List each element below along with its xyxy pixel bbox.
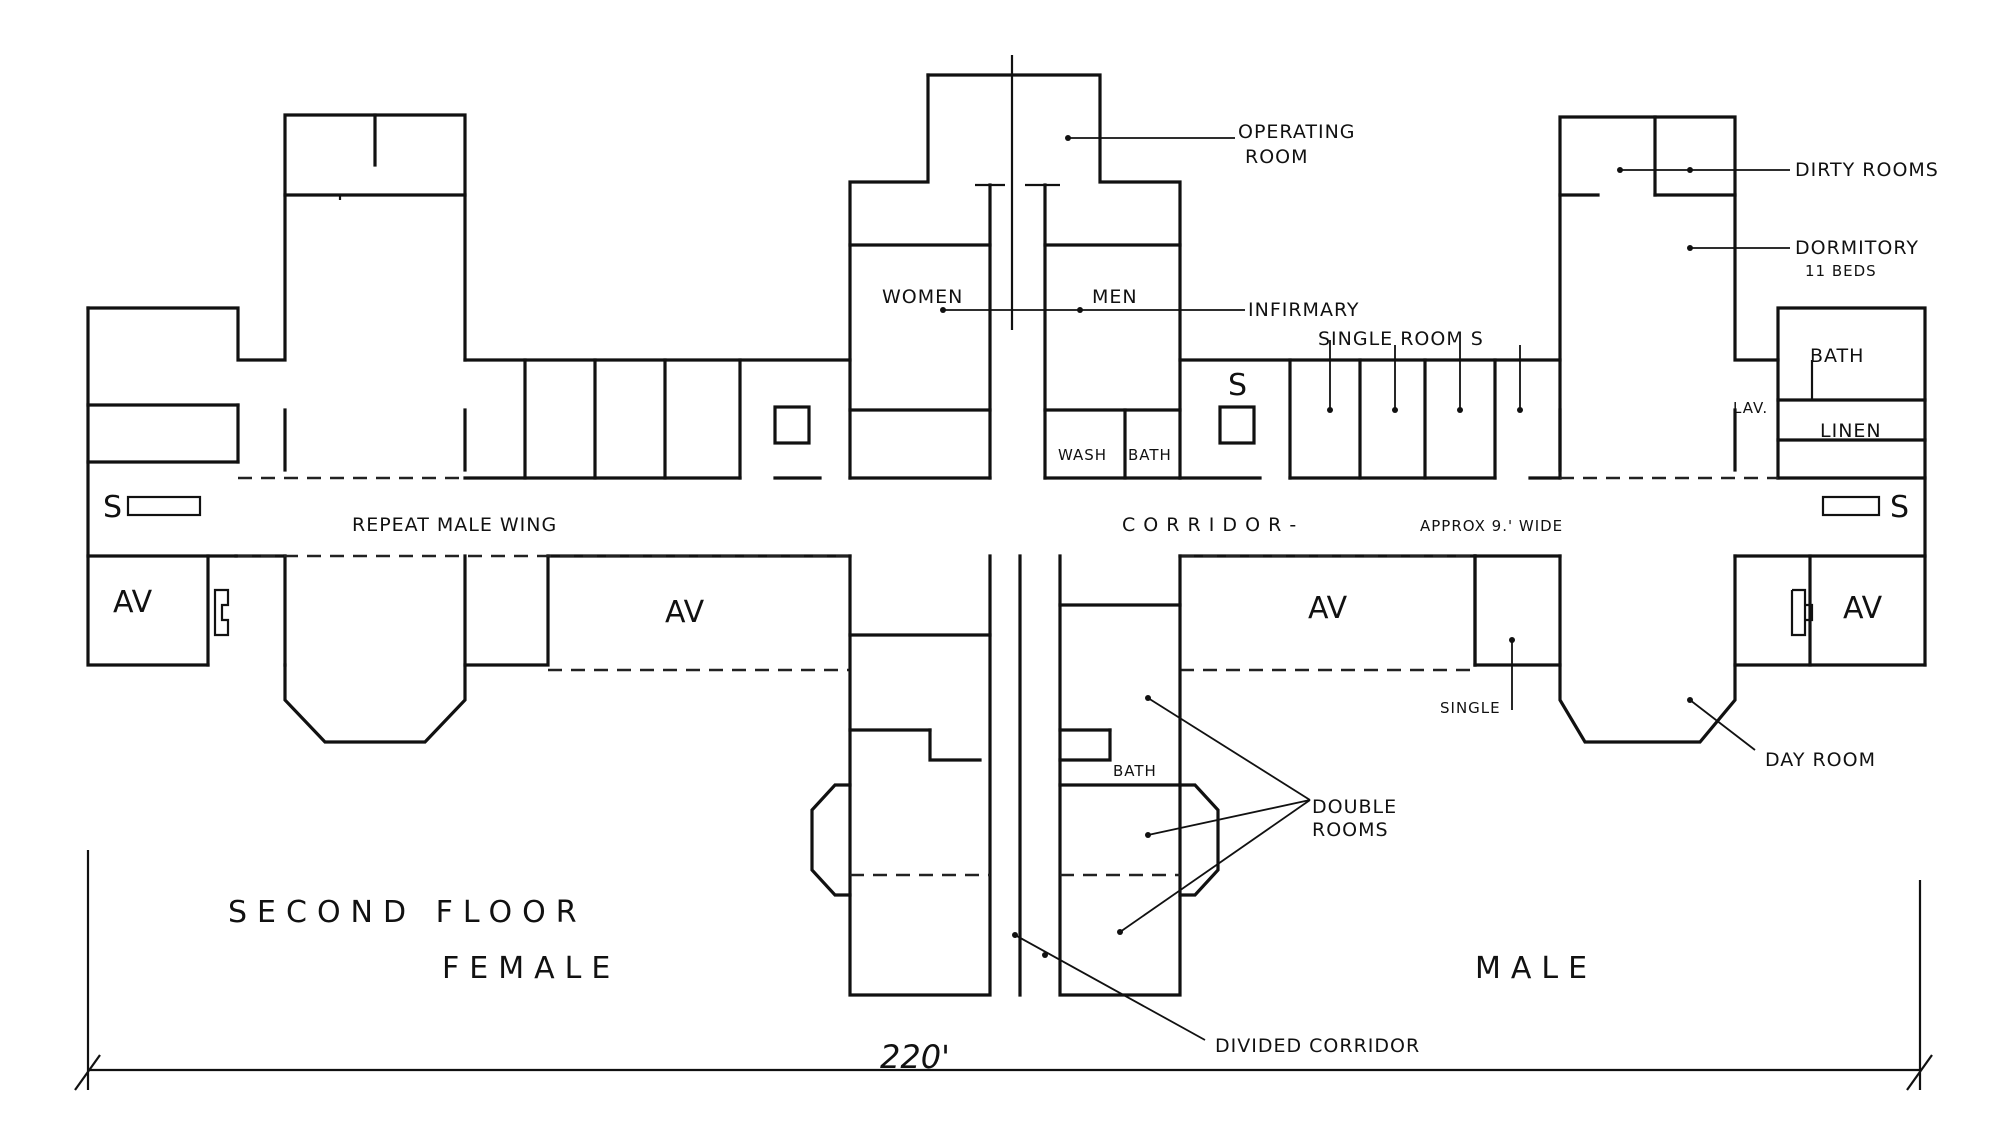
label-bath-center: BATH <box>1128 446 1172 464</box>
label-s-right: S <box>1890 490 1909 525</box>
label-bath-right: BATH <box>1810 345 1864 367</box>
label-dormitory-2: 11 BEDS <box>1805 262 1877 280</box>
dimension-line <box>74 850 1933 1091</box>
label-s-left: S <box>103 490 122 525</box>
label-dirty-rooms: DIRTY ROOMS <box>1795 159 1939 181</box>
label-s-center: S <box>1228 368 1247 403</box>
label-infirmary: INFIRMARY <box>1248 299 1360 321</box>
label-repeat-male-wing: REPEAT MALE WING <box>352 514 557 536</box>
label-av-right: AV <box>1843 591 1883 626</box>
label-approx-wide: APPROX 9.' WIDE <box>1420 517 1563 535</box>
label-single-rooms: SINGLE ROOM S <box>1318 328 1484 350</box>
label-dimension: 220' <box>880 1038 950 1076</box>
label-divided-corridor: DIVIDED CORRIDOR <box>1215 1035 1420 1057</box>
label-single: SINGLE <box>1440 699 1501 717</box>
label-second-floor: SECOND FLOOR <box>228 895 587 930</box>
stair-symbols <box>126 495 1881 637</box>
label-av-center-right: AV <box>1308 591 1348 626</box>
label-corridor: C O R R I D O R - <box>1122 514 1297 536</box>
label-double-rooms-1: DOUBLE <box>1312 796 1397 818</box>
label-male: MALE <box>1475 951 1597 986</box>
label-day-room: DAY ROOM <box>1765 749 1876 771</box>
leader-lines <box>940 135 1790 1041</box>
label-operating-room-1: OPERATING <box>1238 121 1356 143</box>
label-bath-lower: BATH <box>1113 762 1157 780</box>
label-lav: LAV. <box>1733 399 1768 417</box>
plan-walls <box>86 55 1927 997</box>
label-av-center-left: AV <box>665 595 705 630</box>
label-women: WOMEN <box>882 286 963 308</box>
label-double-rooms-2: ROOMS <box>1312 819 1389 841</box>
label-av-left: AV <box>113 585 153 620</box>
label-linen: LINEN <box>1820 420 1882 442</box>
label-dormitory-1: DORMITORY <box>1795 237 1919 259</box>
label-female: FEMALE <box>442 951 620 986</box>
label-men: MEN <box>1092 286 1138 308</box>
label-operating-room-2: ROOM <box>1245 146 1309 168</box>
label-wash: WASH <box>1058 446 1107 464</box>
